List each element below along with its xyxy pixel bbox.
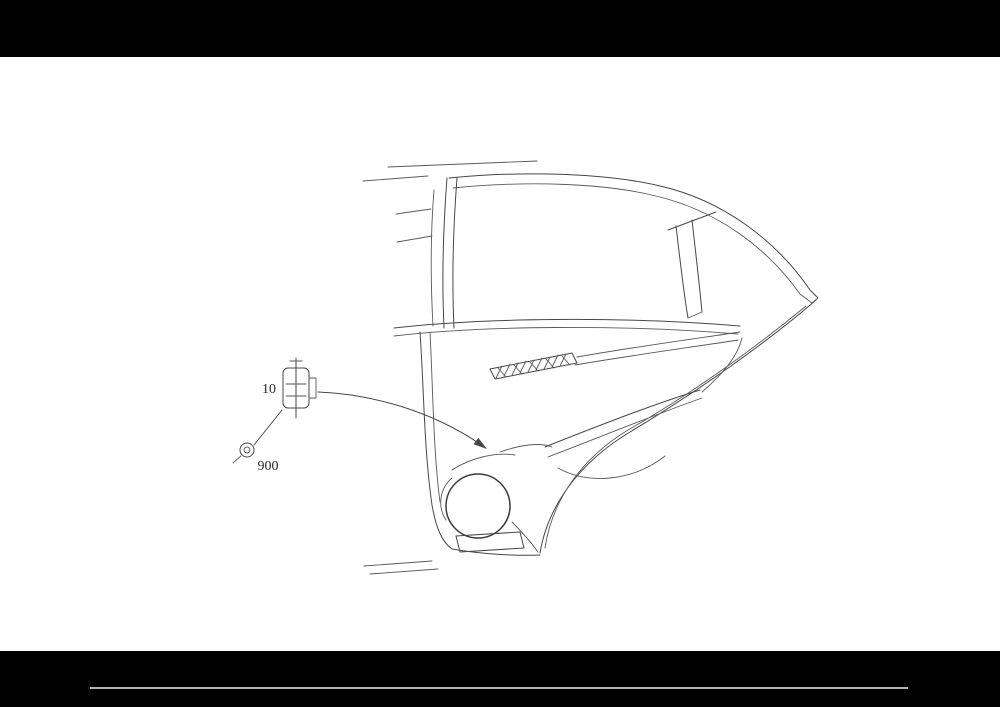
part-label-900: 900 — [258, 459, 279, 474]
door-panel-outline — [419, 299, 817, 556]
speaker-circle — [440, 444, 553, 539]
break-lines-bottom — [363, 560, 439, 575]
part-900-fastener — [232, 409, 283, 464]
bottom-letterbox-bar — [0, 651, 1000, 707]
top-letterbox-bar — [0, 0, 1000, 57]
pillar-lines — [430, 177, 458, 329]
part-10-bracket — [282, 357, 317, 419]
armrest-lines — [544, 389, 703, 479]
quarter-window-divider — [667, 211, 717, 319]
footer-rule — [90, 687, 908, 689]
part-label-10: 10 — [262, 382, 276, 397]
bottom-pocket — [455, 531, 525, 553]
window-frame-lines — [448, 173, 819, 304]
drawing-canvas — [0, 57, 1000, 651]
trim-strip-hatched — [489, 331, 741, 380]
break-lines-top — [362, 160, 538, 243]
beltline — [393, 318, 741, 337]
leader-arrow — [317, 391, 487, 449]
